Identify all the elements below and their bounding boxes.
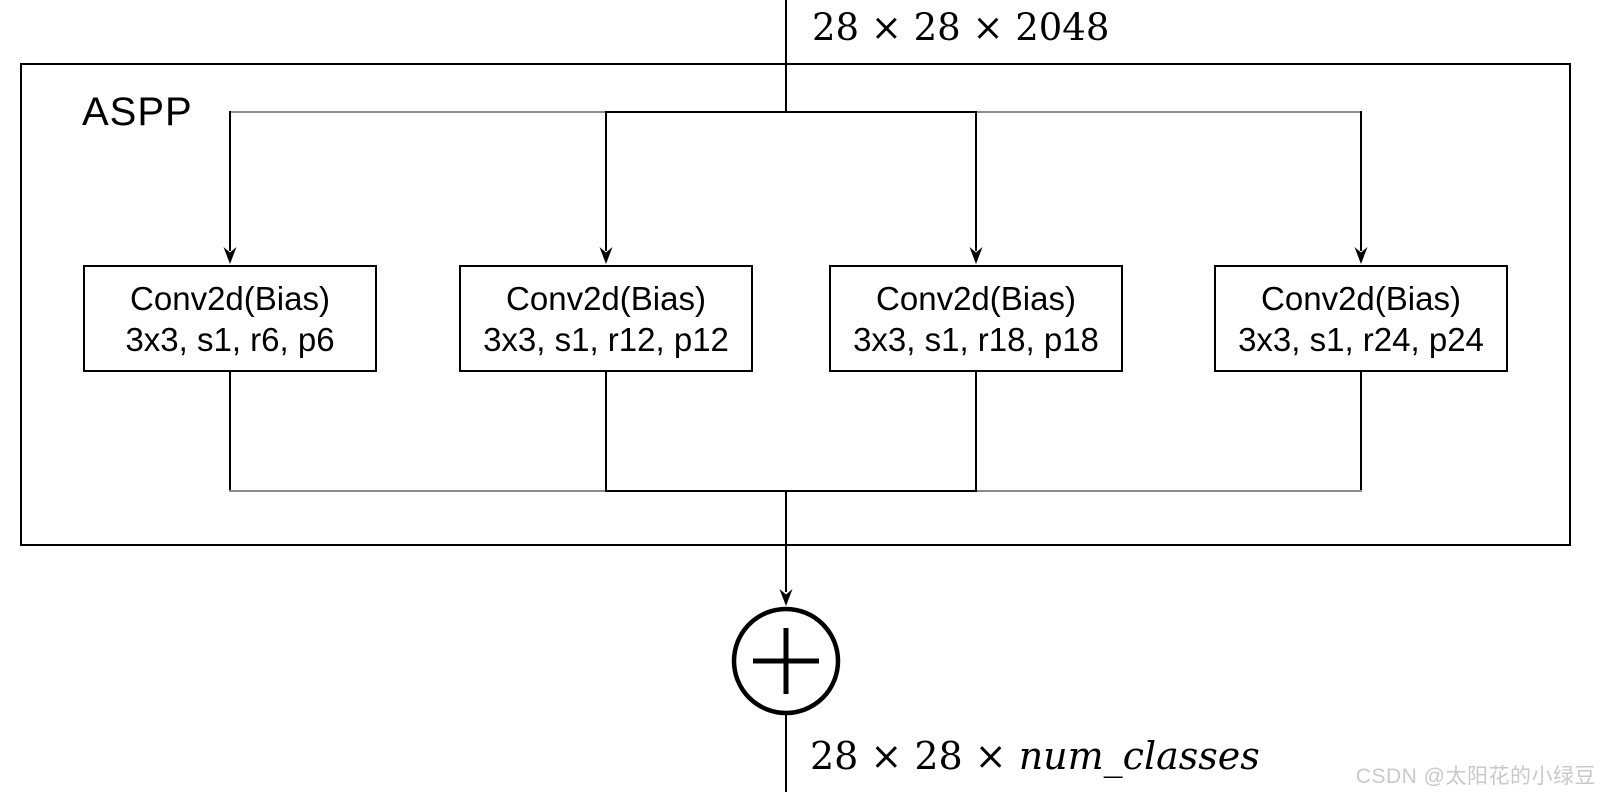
- input-dim-label: 28 × 28 × 2048: [812, 6, 1110, 49]
- output-dim-variable: num_classes: [1018, 734, 1260, 778]
- aspp-label: ASPP: [82, 90, 193, 134]
- conv-box-r12: Conv2d(Bias) 3x3, s1, r12, p12: [459, 265, 753, 372]
- conv-box-title: Conv2d(Bias): [1261, 279, 1461, 317]
- watermark: CSDN @太阳花的小绿豆: [1355, 765, 1596, 788]
- conv-box-title: Conv2d(Bias): [506, 279, 706, 317]
- conv-box-r6: Conv2d(Bias) 3x3, s1, r6, p6: [83, 265, 377, 372]
- conv-box-r18: Conv2d(Bias) 3x3, s1, r18, p18: [829, 265, 1123, 372]
- output-dim-prefix: 28 × 28 ×: [810, 734, 1019, 778]
- conv-box-params: 3x3, s1, r12, p12: [483, 320, 729, 358]
- arrow-down-icon: [223, 247, 237, 264]
- conv-box-params: 3x3, s1, r6, p6: [125, 320, 335, 358]
- conv-box-r24: Conv2d(Bias) 3x3, s1, r24, p24: [1214, 265, 1508, 372]
- arrow-down-icon: [1354, 247, 1368, 264]
- output-dim-label: 28 × 28 × num_classes: [810, 734, 1260, 778]
- conv-box-title: Conv2d(Bias): [130, 279, 330, 317]
- plus-icon: [753, 628, 819, 694]
- conv-box-title: Conv2d(Bias): [876, 279, 1076, 317]
- conv-box-params: 3x3, s1, r18, p18: [853, 320, 1099, 358]
- arrow-down-icon: [779, 589, 793, 606]
- conv-box-params: 3x3, s1, r24, p24: [1238, 320, 1484, 358]
- sum-node: [731, 606, 841, 716]
- arrow-down-icon: [969, 247, 983, 264]
- arrow-down-icon: [599, 247, 613, 264]
